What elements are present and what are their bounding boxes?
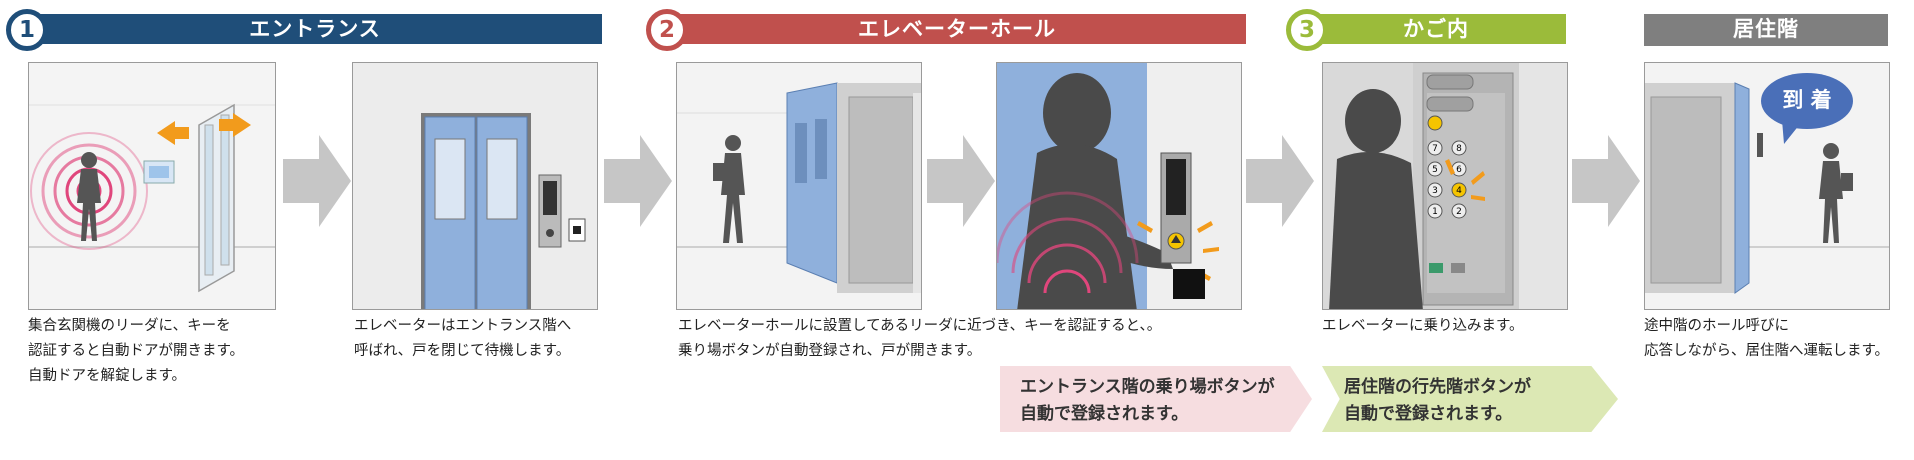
step3-title: かご内 — [1403, 17, 1469, 41]
step1-title: エントランス — [249, 17, 381, 41]
panel-car-inside: 7 8 5 6 3 4 1 2 — [1322, 62, 1568, 310]
green-indicator-icon — [1429, 263, 1443, 273]
flow-arrow-4 — [1246, 135, 1314, 227]
banner-hall-button-registered: エントランス階の乗り場ボタンが 自動で登録されます。 — [1000, 366, 1312, 432]
floor-button-3: 3 — [1432, 186, 1438, 196]
floor-button-7: 7 — [1432, 144, 1438, 154]
step4-header: 居住階 — [1644, 14, 1888, 46]
door-open-arrows-icon — [157, 113, 251, 145]
banner-line: 居住階の行先階ボタンが — [1344, 377, 1531, 397]
flow-arrow-3 — [927, 135, 995, 227]
caption-step1b: エレベーターはエントランス階へ 呼ばれ、戸を閉じて待機します。 — [354, 314, 571, 364]
step2-number: 2 — [658, 17, 675, 43]
entrance-illustration — [29, 63, 275, 309]
floor-button-2: 2 — [1456, 207, 1462, 217]
woman-silhouette-icon — [1819, 143, 1853, 243]
flow-arrow-5 — [1572, 135, 1640, 227]
caption-step1: 集合玄関機のリーダに、キーを 認証すると自動ドアが開きます。 自動ドアを解錠しま… — [28, 314, 244, 389]
door-icon — [1451, 263, 1465, 273]
arrival-speech-bubble: 到 着 — [1760, 72, 1854, 144]
step1-number: 1 — [18, 17, 35, 43]
person-silhouette-icon — [1017, 73, 1173, 309]
floor-button-6: 6 — [1456, 165, 1462, 175]
caption-line: エレベーターに乗り込みます。 — [1322, 318, 1524, 334]
floor-buttons: 7 8 5 6 3 4 1 2 — [1427, 140, 1467, 219]
flow-arrow-1 — [283, 135, 351, 227]
caption-step4: 途中階のホール呼びに 応答しながら、居住階へ運転します。 — [1644, 314, 1889, 364]
glass-door-icon — [198, 103, 235, 293]
caption-line: 認証すると自動ドアが開きます。 — [28, 343, 245, 359]
arrival-text: 到 着 — [1782, 88, 1832, 112]
banner-line: 自動で登録されます。 — [1020, 404, 1189, 424]
floor-button-5: 5 — [1432, 165, 1438, 175]
step2-header: エレベーターホール — [668, 14, 1246, 44]
man-silhouette-icon — [713, 135, 745, 243]
hall-reader-icon — [538, 174, 562, 248]
signal-rings-icon — [997, 191, 1139, 294]
hall-illustration — [677, 63, 921, 309]
caption-line: 呼ばれ、戸を閉じて待機します。 — [354, 343, 571, 359]
banner-destination-registered: 居住階の行先階ボタンが 自動で登録されます。 — [1322, 366, 1618, 432]
person-silhouette-icon — [1329, 89, 1423, 309]
caption-step2: エレベーターホールに設置してあるリーダに近づき、キーを認証すると、。 乗り場ボタ… — [678, 314, 1161, 364]
panel-hall-reader — [996, 62, 1242, 310]
banner-line: 自動で登録されます。 — [1344, 404, 1513, 424]
woman-silhouette-icon — [77, 152, 101, 241]
caption-line: エレベーターはエントランス階へ — [354, 318, 572, 334]
caption-line: エレベーターホールに設置してあるリーダに近づき、キーを認証すると、。 — [678, 318, 1162, 334]
step2-title: エレベーターホール — [858, 17, 1056, 41]
caption-line: 応答しながら、居住階へ運転します。 — [1644, 343, 1890, 359]
step4-title: 居住階 — [1733, 17, 1799, 41]
step2-number-badge: 2 — [646, 9, 688, 51]
step3-number-badge: 3 — [1286, 9, 1328, 51]
panel-elevator-waiting — [352, 62, 598, 310]
caption-step3: エレベーターに乗り込みます。 — [1322, 314, 1524, 339]
car-inside-illustration: 7 8 5 6 3 4 1 2 — [1323, 63, 1567, 309]
panel-entrance — [28, 62, 276, 310]
caption-line: 自動ドアを解錠します。 — [28, 368, 187, 384]
banner-line: エントランス階の乗り場ボタンが — [1020, 377, 1275, 397]
elevator-door-illustration — [353, 63, 597, 309]
step1-header: エントランス — [28, 14, 602, 44]
step3-number: 3 — [1298, 17, 1315, 43]
floor-button-1: 1 — [1432, 207, 1438, 217]
caption-line: 乗り場ボタンが自動登録され、戸が開きます。 — [678, 343, 982, 359]
hall-button-panel-icon — [1160, 152, 1192, 264]
hall-reader-closeup-illustration — [997, 63, 1241, 309]
flow-arrow-2 — [604, 135, 672, 227]
press-sparks-icon — [1445, 159, 1485, 201]
caption-line: 途中階のホール呼びに — [1644, 318, 1789, 334]
step1-number-badge: 1 — [6, 9, 48, 51]
panel-hall-open — [676, 62, 922, 310]
step3-header: かご内 — [1306, 14, 1566, 44]
floor-button-4: 4 — [1456, 186, 1462, 196]
caption-line: 集合玄関機のリーダに、キーを — [28, 318, 231, 334]
floor-button-8: 8 — [1456, 144, 1462, 154]
